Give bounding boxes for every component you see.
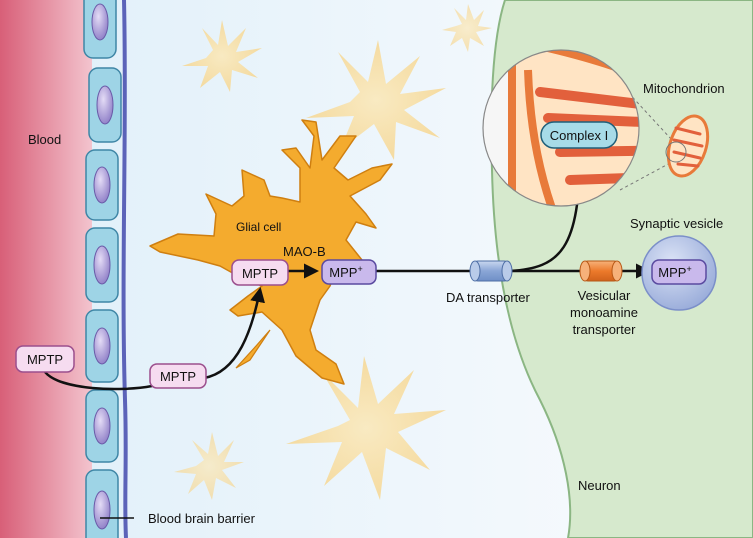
glial-cell-body xyxy=(149,119,393,385)
blood-label: Blood xyxy=(28,132,61,147)
glial-cell-label: Glial cell xyxy=(236,220,281,234)
basement-membrane xyxy=(121,0,128,538)
mptp-box-brain: MPTP xyxy=(149,363,207,389)
vmat-icon xyxy=(579,260,623,282)
da-transporter-label: DA transporter xyxy=(446,290,530,305)
mpp-glia-label: MPP+ xyxy=(329,264,362,280)
blood-brain-barrier-label: Blood brain barrier xyxy=(148,511,256,526)
mpp-vesicle-superscript: + xyxy=(686,264,691,274)
pathway-to-glia-arrow xyxy=(203,287,265,380)
endothelial-cell xyxy=(88,67,122,143)
mpp-vesicle-label: MPP+ xyxy=(658,264,691,280)
endothelial-cell xyxy=(85,469,119,538)
mpp-glia-base: MPP xyxy=(329,265,357,280)
pathway-blood-to-brain xyxy=(44,371,153,391)
glial-cell-process xyxy=(235,329,271,369)
mpp-glia-superscript: + xyxy=(357,264,362,274)
endothelial-cell xyxy=(85,309,119,383)
mptp-box-glia: MPTP xyxy=(231,259,289,286)
mptp-blood-label: MPTP xyxy=(27,352,63,367)
endothelial-cell xyxy=(85,149,119,221)
blood-brain-barrier-cells xyxy=(83,0,122,538)
mitochondrion-label: Mitochondrion xyxy=(643,81,725,96)
blood-region xyxy=(0,0,92,538)
neuron-label: Neuron xyxy=(578,478,621,493)
mptp-glia-label: MPTP xyxy=(242,266,278,281)
mptp-brain-label: MPTP xyxy=(160,369,196,384)
background-astrocytes xyxy=(174,4,492,500)
vmat-label-line3: transporter xyxy=(573,322,637,337)
vmat-label-line1: Vesicular xyxy=(578,288,631,303)
zoom-line-bottom xyxy=(619,161,673,191)
endothelial-cell xyxy=(85,389,119,463)
vmat-label-line2: monoamine xyxy=(570,305,638,320)
endothelial-cell xyxy=(85,227,119,303)
synaptic-vesicle-label: Synaptic vesicle xyxy=(630,216,723,231)
mpp-box-vesicle: MPP+ xyxy=(651,259,707,285)
mptp-box-blood: MPTP xyxy=(15,345,75,373)
mitochondrion-small xyxy=(665,114,710,178)
complex-i xyxy=(540,121,618,149)
endothelial-cell xyxy=(83,0,117,59)
da-transporter-icon xyxy=(469,260,513,282)
mpp-vesicle-base: MPP xyxy=(658,265,686,280)
mao-b-label: MAO-B xyxy=(283,244,326,259)
complex-i-label: Complex I xyxy=(550,128,609,143)
mpp-box-glia: MPP+ xyxy=(321,259,377,285)
